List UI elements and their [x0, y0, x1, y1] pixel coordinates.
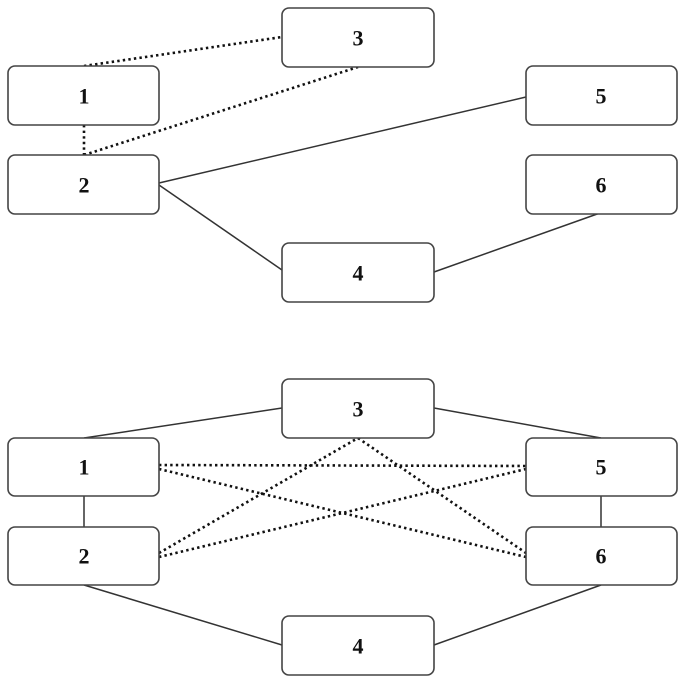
- bottom-node-1: 1: [7, 437, 160, 497]
- edge-2-4: [83, 584, 283, 646]
- top-node-4: 4: [281, 242, 435, 303]
- edge-1-3: [83, 407, 283, 439]
- node-label: 3: [353, 397, 364, 422]
- top-node-6: 6: [525, 154, 678, 215]
- top-diagram: 1 2 3 4 5 6: [7, 7, 678, 303]
- edge-3-6: [357, 436, 527, 555]
- edge-1-5: [158, 463, 527, 468]
- top-node-5: 5: [525, 65, 678, 126]
- bottom-node-5: 5: [525, 437, 678, 497]
- top-edges: [82, 35, 601, 273]
- node-label: 2: [79, 173, 90, 198]
- bottom-node-6: 6: [525, 526, 678, 586]
- edge-1-3: [83, 35, 283, 68]
- bottom-node-4: 4: [281, 615, 435, 676]
- edge-2-3: [158, 436, 359, 555]
- node-label: 5: [596, 455, 607, 480]
- bottom-diagram: 1 2 3 4 5 6: [7, 378, 678, 676]
- node-label: 5: [596, 84, 607, 109]
- edge-2-5: [158, 467, 527, 559]
- node-label: 3: [353, 26, 364, 51]
- node-label: 6: [596, 544, 607, 569]
- node-label: 6: [596, 173, 607, 198]
- node-label: 4: [353, 261, 364, 286]
- edge-4-6: [433, 212, 601, 273]
- edge-2-4: [158, 184, 283, 271]
- top-node-1: 1: [7, 65, 160, 126]
- edge-2-5: [158, 96, 527, 184]
- edge-3-5: [433, 407, 602, 439]
- node-label: 2: [79, 544, 90, 569]
- bottom-node-3: 3: [281, 378, 435, 439]
- top-node-2: 2: [7, 154, 160, 215]
- bottom-node-2: 2: [7, 526, 160, 586]
- edge-1-6: [158, 467, 527, 559]
- node-label: 1: [79, 84, 90, 109]
- edge-4-6: [433, 584, 602, 646]
- bottom-edges: [83, 407, 602, 646]
- node-label: 4: [353, 634, 364, 659]
- top-node-3: 3: [281, 7, 435, 68]
- node-label: 1: [79, 455, 90, 480]
